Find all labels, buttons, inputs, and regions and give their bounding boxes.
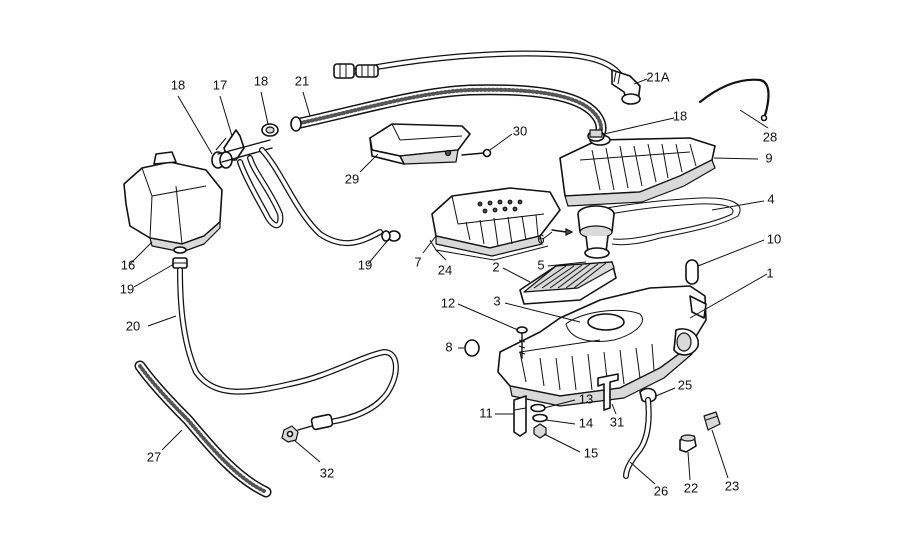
callout-9: 9: [765, 150, 772, 165]
part-9-airbox-cover: [559, 134, 716, 207]
part-19-clamp-lower: [172, 257, 188, 269]
callout-2: 2: [492, 259, 499, 274]
callout-1: 1: [766, 265, 773, 280]
part-8-o-ring: [464, 339, 480, 357]
callout-11: 11: [479, 405, 493, 420]
callout-18-middle: 18: [254, 73, 268, 88]
callout-5: 5: [537, 257, 544, 272]
callout-18-left: 18: [171, 77, 185, 92]
part-19-clamp-right: [381, 230, 401, 242]
callout-30: 30: [513, 123, 527, 138]
callout-21: 21: [295, 73, 309, 88]
callout-8: 8: [445, 339, 452, 354]
callout-16: 16: [121, 257, 135, 272]
part-7-filter-cover: [431, 187, 561, 257]
callout-27: 27: [147, 449, 161, 464]
callout-25: 25: [678, 377, 692, 392]
part-21-breather-hose: [290, 84, 607, 146]
callout-21a: 21A: [646, 69, 669, 84]
part-1-airbox-base: [497, 285, 707, 407]
callout-32: 32: [320, 465, 334, 480]
part-15-nut: [533, 423, 547, 439]
callout-6: 6: [537, 231, 544, 246]
callout-23: 23: [725, 478, 739, 493]
callout-4: 4: [767, 191, 774, 206]
part-21a-elbow-connector: [611, 69, 641, 105]
callout-19-right: 19: [358, 257, 372, 272]
callout-28: 28: [763, 129, 777, 144]
callout-18-top: 18: [673, 108, 687, 123]
part-26-drain-tube: [623, 397, 652, 479]
callout-24: 24: [438, 262, 452, 277]
part-31-bracket: [597, 373, 619, 411]
callout-22: 22: [684, 480, 698, 495]
callout-17: 17: [213, 77, 227, 92]
callout-20: 20: [126, 318, 140, 333]
callout-10: 10: [767, 231, 781, 246]
part-24-gasket: [429, 239, 549, 261]
callout-29: 29: [345, 171, 359, 186]
part-23-plug: [703, 411, 721, 431]
part-16-reservoir-tank: [123, 151, 223, 254]
callout-31: 31: [610, 414, 624, 429]
callout-labels: 1 2 3 4 5 6 7 8 9 10 11 12 13 14 15 16 1…: [120, 69, 781, 498]
callout-7: 7: [414, 254, 421, 269]
part-10-seal-ring: [685, 259, 699, 285]
part-30-screw: [461, 148, 492, 158]
callout-12: 12: [441, 295, 455, 310]
part-2-air-filter: [519, 261, 617, 305]
part-29-cover: [369, 123, 471, 165]
callout-13: 13: [579, 391, 593, 406]
part-11-bracket: [513, 395, 527, 437]
callout-15: 15: [584, 445, 598, 460]
part-28-cable: [698, 78, 770, 122]
callout-3: 3: [493, 293, 500, 308]
callout-19-lower: 19: [120, 281, 134, 296]
upper-vent-hose: [333, 50, 625, 81]
part-14-washer: [532, 413, 548, 423]
leader-lines: [129, 78, 769, 485]
part-13-washer: [530, 403, 546, 413]
part-18-clamp-top: [587, 129, 605, 142]
part-22-cap: [679, 434, 697, 453]
part-20-fuel-hose: [177, 267, 399, 431]
callout-14: 14: [579, 415, 593, 430]
part-4-gasket: [584, 197, 741, 246]
part-32-nut: [281, 425, 299, 443]
part-5-6-intake-sleeve: [551, 205, 615, 259]
callout-26: 26: [654, 483, 668, 498]
part-18-clamp-middle: [261, 123, 279, 137]
part-27-braided-hose: [134, 360, 272, 498]
tank-return-hose: [237, 147, 383, 247]
part-25-clip: [639, 387, 657, 403]
